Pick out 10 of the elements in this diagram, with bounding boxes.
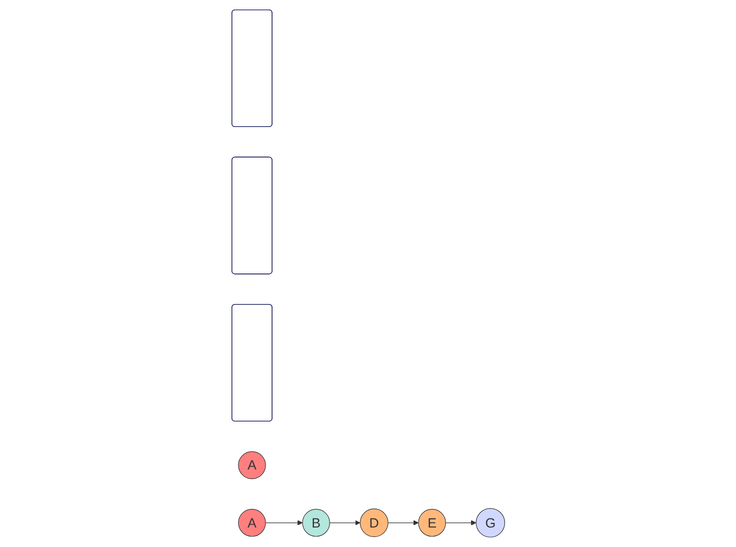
arrow bbox=[329, 520, 360, 526]
node-circle: B bbox=[302, 508, 330, 537]
arrow bbox=[387, 520, 418, 526]
node-circle: D bbox=[360, 508, 388, 538]
arrow bbox=[264, 520, 302, 526]
node-circle: E bbox=[418, 508, 446, 537]
node-circle: G bbox=[475, 508, 505, 538]
node-circle: A bbox=[238, 508, 266, 537]
arrow bbox=[445, 520, 476, 526]
node-circle: A bbox=[238, 451, 266, 480]
